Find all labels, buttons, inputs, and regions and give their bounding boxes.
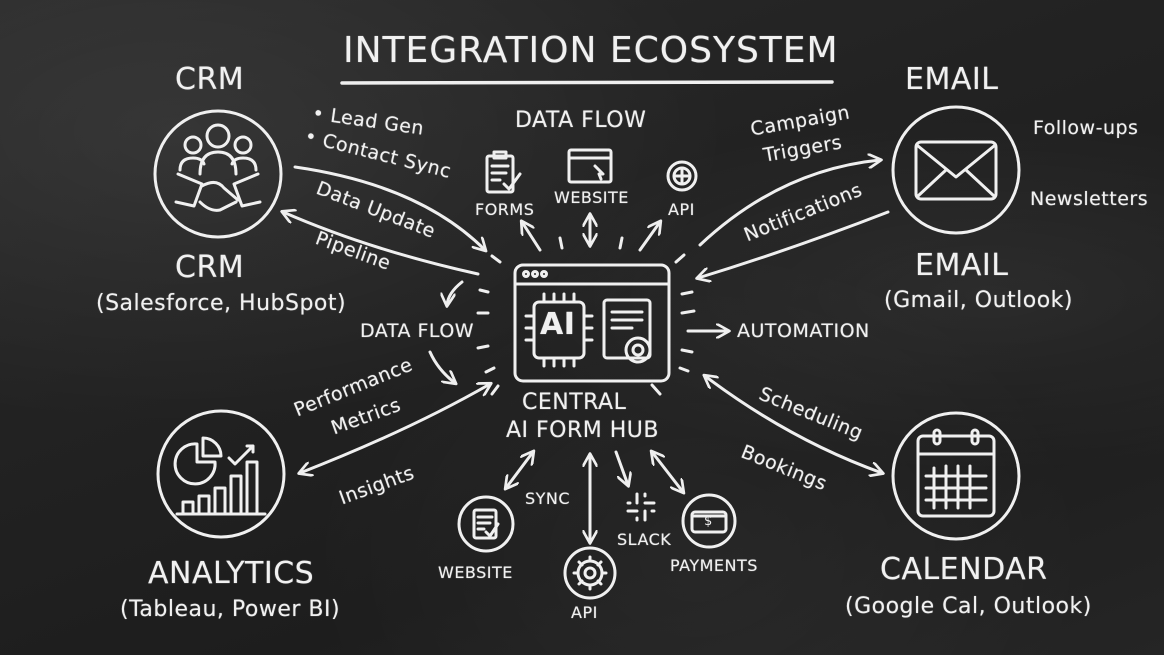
- bottom-item-api: API: [571, 603, 598, 622]
- slack-logo-icon: [624, 490, 658, 528]
- email-follow-ups: Follow-ups: [1033, 117, 1139, 139]
- crm-name: CRM: [175, 250, 245, 285]
- hub-label-line2: AI FORM HUB: [506, 418, 660, 443]
- automation-label: AUTOMATION: [737, 320, 870, 342]
- email-examples: (Gmail, Outlook): [884, 288, 1073, 313]
- email-name: EMAIL: [915, 248, 1009, 283]
- email-newsletters: Newsletters: [1030, 188, 1149, 210]
- bottom-item-slack: SLACK: [617, 530, 672, 549]
- calendar-examples: (Google Cal, Outlook): [845, 594, 1092, 619]
- bottom-website-icon: [456, 494, 516, 558]
- bottom-item-payments: PAYMENTS: [670, 556, 758, 575]
- forms-clipboard-icon: [484, 150, 524, 200]
- analytics-name: ANALYTICS: [148, 556, 315, 591]
- analytics-examples: (Tableau, Power BI): [120, 597, 341, 622]
- crm-handshake-icon: [150, 106, 286, 246]
- analytics-chart-icon: [153, 406, 289, 546]
- email-heading: EMAIL: [905, 62, 999, 97]
- data-flow-item-website: WEBSITE: [554, 188, 629, 207]
- data-flow-item-forms: FORMS: [475, 200, 535, 219]
- bottom-api-gear-icon: [562, 545, 618, 605]
- calendar-icon: [888, 408, 1024, 548]
- api-gear-globe-icon: [661, 155, 703, 201]
- central-hub-window-icon: [512, 262, 672, 388]
- calendar-name: CALENDAR: [880, 552, 1048, 587]
- website-browser-icon: [567, 148, 613, 190]
- sync-label: SYNC: [525, 489, 571, 508]
- left-data-flow-label: DATA FLOW: [360, 320, 475, 342]
- diagram-title: INTEGRATION ECOSYSTEM: [343, 30, 839, 71]
- dollar-sign-icon: $: [704, 514, 713, 529]
- bottom-item-website: WEBSITE: [438, 563, 513, 582]
- hub-label-line1: CENTRAL: [522, 390, 627, 415]
- data-flow-heading: DATA FLOW: [515, 108, 647, 133]
- email-envelope-icon: [888, 102, 1024, 242]
- crm-heading: CRM: [175, 62, 245, 97]
- crm-examples: (Salesforce, HubSpot): [96, 291, 347, 316]
- data-flow-item-api: API: [668, 200, 695, 219]
- ai-chip-label: AI: [540, 307, 576, 342]
- payments-card-icon: $: [680, 492, 738, 554]
